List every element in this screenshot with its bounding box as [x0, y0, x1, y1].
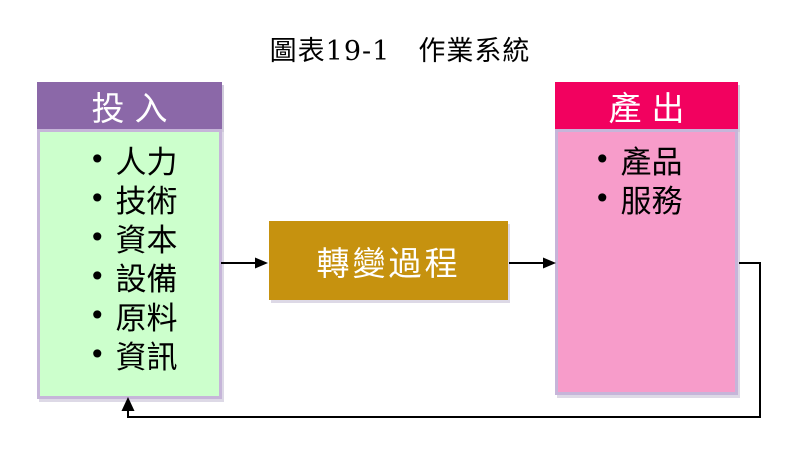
process-label: 轉變過程: [316, 243, 461, 283]
list-item: • 人力: [40, 140, 219, 181]
input-header: 投入: [37, 82, 222, 129]
list-item: • 設備: [40, 257, 219, 298]
input-body: • 人力 • 技術 • 資本 • 設備 • 原料 • 資訊: [37, 129, 222, 399]
bullet-icon: •: [89, 337, 106, 371]
process-box: 轉變過程: [269, 221, 508, 300]
list-item-label: 人力: [115, 145, 178, 181]
bullet-icon: •: [89, 181, 106, 215]
list-item: • 技術: [40, 179, 219, 220]
list-item-label: 產品: [620, 145, 683, 181]
output-header-label: 產出: [608, 88, 695, 128]
list-item-label: 服務: [620, 184, 683, 220]
arrow-process-to-output-icon: [509, 257, 556, 269]
input-header-label: 投入: [91, 88, 178, 128]
list-item: • 資訊: [40, 335, 219, 376]
bullet-icon: •: [89, 220, 106, 254]
bullet-icon: •: [89, 298, 106, 332]
list-item-label: 技術: [115, 184, 178, 220]
output-body: • 產品 • 服務: [555, 129, 738, 395]
list-item-label: 資本: [115, 223, 178, 259]
list-item: • 產品: [558, 140, 735, 181]
list-item: • 資本: [40, 218, 219, 259]
bullet-icon: •: [594, 181, 611, 215]
bullet-icon: •: [89, 142, 106, 176]
list-item: • 原料: [40, 296, 219, 337]
bullet-icon: •: [594, 142, 611, 176]
arrow-input-to-process-icon: [221, 257, 268, 269]
output-header: 產出: [555, 82, 738, 129]
diagram-title: 圖表19-1 作業系統: [269, 36, 531, 67]
bullet-icon: •: [89, 259, 106, 293]
list-item: • 服務: [558, 179, 735, 220]
list-item-label: 資訊: [115, 340, 178, 376]
